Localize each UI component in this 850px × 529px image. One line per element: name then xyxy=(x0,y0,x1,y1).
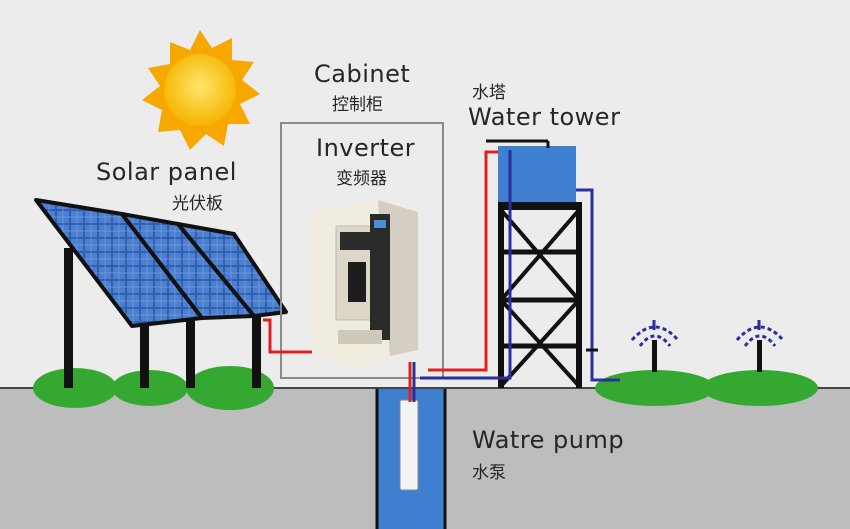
cabinet-frame xyxy=(280,122,444,379)
inverter-unit xyxy=(312,200,418,370)
cabinet-label: Cabinet xyxy=(314,60,411,88)
water-pump-label-cn: 水泵 xyxy=(472,463,506,483)
sun-icon xyxy=(142,30,260,150)
water-tower-label: Water tower xyxy=(468,103,621,131)
grass-mound xyxy=(33,368,117,408)
water-tower xyxy=(486,139,582,388)
sprinkler-icon xyxy=(630,320,680,372)
pipe-out xyxy=(576,188,620,382)
solar-panel-label-cn: 光伏板 xyxy=(172,194,223,214)
grass-mound xyxy=(112,370,188,406)
solar-panel-label: Solar panel xyxy=(96,158,237,186)
sprinkler-icon xyxy=(735,320,785,372)
grass-mound xyxy=(595,370,715,406)
cabinet-label-cn: 控制柜 xyxy=(332,95,383,115)
wire-solar-to-inverter xyxy=(263,318,312,354)
water-pump xyxy=(399,399,419,491)
water-tower-label-cn: 水塔 xyxy=(472,83,506,103)
pipe-up-red xyxy=(428,150,498,372)
grass-mound xyxy=(702,370,818,406)
inverter-label: Inverter xyxy=(316,134,416,162)
solar-panel-array xyxy=(34,198,288,388)
inverter-label-cn: 变频器 xyxy=(336,169,387,189)
pipe-up-blue xyxy=(420,150,512,380)
well xyxy=(375,389,447,529)
water-pump-label: Watre pump xyxy=(472,426,625,454)
